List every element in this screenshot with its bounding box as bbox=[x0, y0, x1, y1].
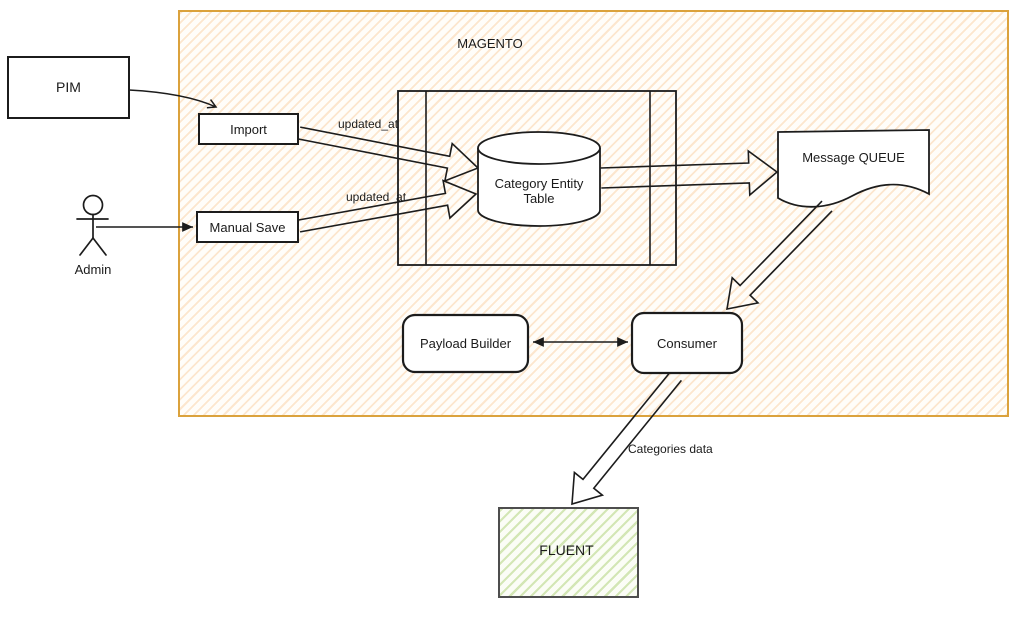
magento-container-title: MAGENTO bbox=[457, 36, 523, 51]
fluent-node[interactable] bbox=[498, 507, 639, 598]
fluent-label: FLUENT bbox=[539, 542, 594, 558]
arrow-import-to-table[interactable] bbox=[297, 126, 480, 183]
import-label: Import bbox=[230, 121, 267, 137]
category-entity-table-node[interactable] bbox=[477, 131, 601, 227]
arrow-manual-save-to-table[interactable] bbox=[297, 179, 478, 233]
manual-save-node[interactable] bbox=[196, 211, 299, 243]
category-table-frame[interactable] bbox=[397, 90, 677, 266]
pim-label: PIM bbox=[56, 79, 81, 95]
category-entity-table-label-line1: Category Entity bbox=[494, 176, 584, 191]
consumer-node[interactable] bbox=[630, 311, 744, 375]
edge-label-manual-save-updated-at: updated_at bbox=[345, 190, 407, 204]
message-queue-label: Message QUEUE bbox=[802, 150, 905, 165]
arrow-queue-to-consumer[interactable] bbox=[726, 200, 833, 311]
edge-label-import-updated-at: updated_at bbox=[337, 117, 399, 131]
category-entity-table-label-line2: Table bbox=[523, 191, 555, 206]
arrow-pim-to-import[interactable] bbox=[128, 89, 218, 109]
category-entity-table-label: Category Entity Table bbox=[469, 176, 609, 206]
arrow-consumer-to-fluent[interactable] bbox=[571, 371, 683, 506]
arrow-table-to-queue[interactable] bbox=[600, 149, 779, 197]
manual-save-label: Manual Save bbox=[209, 219, 286, 235]
admin-label: Admin bbox=[74, 262, 112, 277]
payload-builder-node[interactable] bbox=[401, 313, 530, 374]
import-node[interactable] bbox=[198, 113, 299, 145]
pim-node[interactable] bbox=[7, 56, 130, 119]
edge-label-categories-data: Categories data bbox=[628, 442, 713, 456]
consumer-label: Consumer bbox=[657, 335, 717, 351]
message-queue-node[interactable] bbox=[777, 129, 930, 208]
admin-actor[interactable] bbox=[76, 194, 109, 256]
payload-builder-label: Payload Builder bbox=[419, 336, 512, 351]
